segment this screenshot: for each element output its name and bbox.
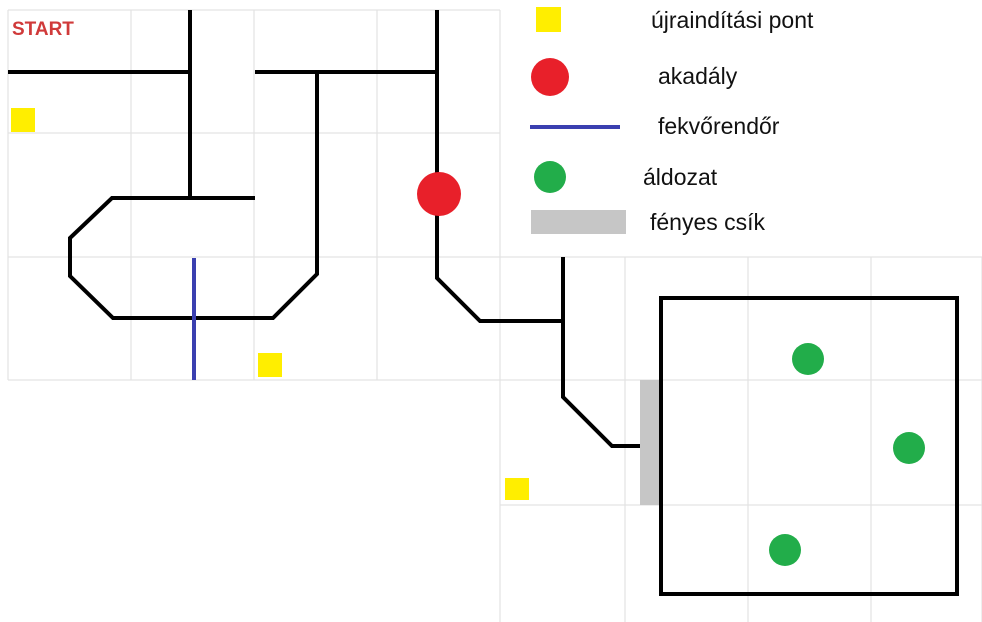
start-label: START [12,19,74,40]
legend-label-silver-strip: fényes csík [650,209,766,235]
silver-strip [640,380,659,505]
legend-label-checkpoint: újraindítási pont [651,7,814,33]
grid-upper-area [7,9,982,622]
victim [769,534,801,566]
evacuation-room [659,296,959,596]
legend-obstacle-swatch [531,58,569,96]
legend-checkpoint-swatch [536,7,561,32]
track-octagon-loop [68,72,319,320]
victim [792,343,824,375]
legend-label-speed-bump: fekvőrendőr [658,113,780,139]
legend-silver-strip-swatch [531,210,626,234]
track-branch-down [561,257,640,448]
victim [893,432,925,464]
legend-label-obstacle: akadály [658,63,738,89]
legend-victim-swatch [534,161,566,193]
tile-grid [7,9,982,622]
checkpoint-marker [258,353,282,377]
track-vertical-right [435,10,563,323]
legend: újraindítási pont akadály fekvőrendőr ál… [530,7,814,235]
obstacle [417,172,461,216]
line-track [8,10,959,596]
checkpoint-marker [11,108,35,132]
checkpoint-marker [505,478,529,500]
legend-label-victim: áldozat [643,164,718,190]
